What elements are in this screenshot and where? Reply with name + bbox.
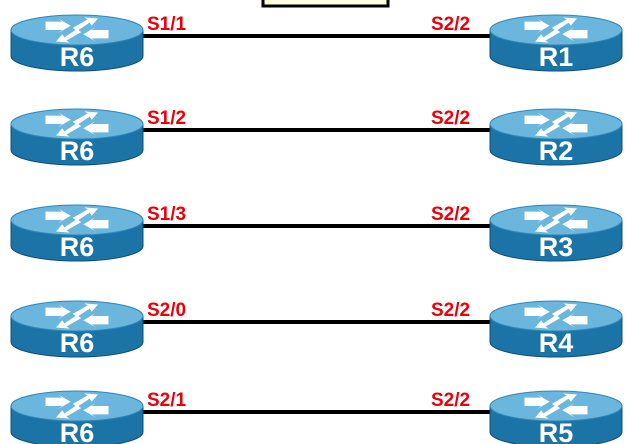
router-left: R6 [10, 108, 144, 166]
link-row: R6 R1 S1/1 S2/2 [10, 14, 623, 72]
router-left: R6 [10, 14, 144, 72]
port-label-left: S2/1 [147, 390, 187, 411]
port-label-left: S1/2 [147, 108, 186, 129]
port-label-right: S2/2 [431, 300, 470, 321]
router-right: R3 [489, 204, 623, 262]
router-right: R4 [489, 300, 623, 358]
port-label-right: S2/2 [431, 108, 470, 129]
router-left: R6 [10, 204, 144, 262]
router-name: R1 [539, 42, 574, 72]
router-name: R6 [60, 136, 95, 166]
router-name: R6 [60, 232, 95, 262]
link-row: R6 R5 S2/1 S2/2 [10, 390, 623, 444]
port-label-right: S2/2 [431, 204, 470, 225]
router-right: R5 [489, 390, 623, 444]
router-name: R4 [539, 328, 574, 358]
router-left: R6 [10, 300, 144, 358]
title-box [261, 0, 390, 8]
link-row: R6 R4 S2/0 S2/2 [10, 300, 623, 358]
router-right: R2 [489, 108, 623, 166]
router-name: R2 [539, 136, 574, 166]
router-name: R5 [539, 418, 574, 444]
link-row: R6 R2 S1/2 S2/2 [10, 108, 623, 166]
router-name: R6 [60, 328, 95, 358]
port-label-right: S2/2 [431, 14, 470, 35]
router-name: R3 [539, 232, 574, 262]
router-left: R6 [10, 390, 144, 444]
port-label-left: S2/0 [147, 300, 186, 321]
router-name: R6 [60, 418, 95, 444]
port-label-left: S1/3 [147, 204, 186, 225]
port-label-right: S2/2 [431, 390, 470, 411]
port-label-left: S1/1 [147, 14, 187, 35]
link-row: R6 R3 S1/3 S2/2 [10, 204, 623, 262]
router-name: R6 [60, 42, 95, 72]
router-right: R1 [489, 14, 623, 72]
